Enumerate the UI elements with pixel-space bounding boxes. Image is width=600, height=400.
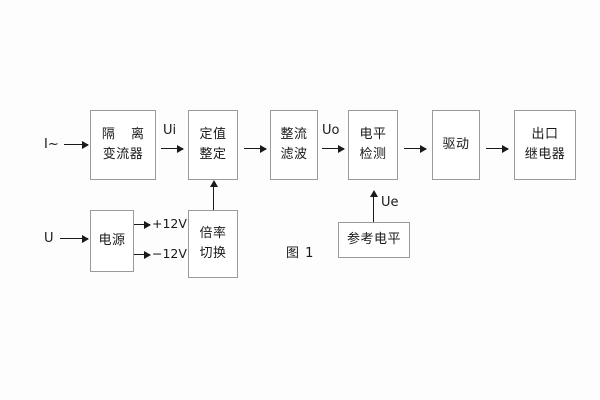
arrow-rail-positive xyxy=(134,220,151,229)
block-power-supply-line1: 电源 xyxy=(98,232,126,248)
block-multiplier-switch-line1: 倍率 xyxy=(199,225,227,241)
arrow-isolation-to-setting xyxy=(161,144,184,153)
input-current-label: I~ xyxy=(44,137,59,152)
rail-negative-label: −12V xyxy=(152,246,187,261)
arrow-setting-to-rectify xyxy=(244,144,267,153)
block-rectify-line2: 滤波 xyxy=(280,147,308,162)
arrow-level-detect-to-drive xyxy=(404,144,427,153)
input-voltage-label: U xyxy=(44,231,54,246)
signal-ui-label: Ui xyxy=(163,123,177,138)
figure-caption: 图 1 xyxy=(286,246,315,261)
block-reference-level: 参考电平 xyxy=(338,222,410,258)
block-isolation-line1: 隔 离 xyxy=(101,126,151,142)
block-drive-line1: 驱动 xyxy=(442,136,470,152)
block-reference-level-line1: 参考电平 xyxy=(346,231,401,247)
block-multiplier-switch: 倍率 切换 xyxy=(188,210,238,278)
block-isolation-transformer: 隔 离 变流器 xyxy=(90,110,156,180)
signal-uo-label: Uo xyxy=(322,123,340,138)
arrow-rectify-to-level-detect xyxy=(322,144,345,153)
block-drive: 驱动 xyxy=(432,110,480,180)
signal-ue-label: Ue xyxy=(381,195,399,210)
block-level-detect-line1: 电平 xyxy=(359,126,387,142)
block-multiplier-switch-line2: 切换 xyxy=(199,246,227,261)
block-level-detect-line2: 检测 xyxy=(359,147,387,162)
block-level-detect: 电平 检测 xyxy=(348,110,398,180)
arrow-reference-level-to-level-detect xyxy=(369,190,378,222)
block-setting-value: 定值 整定 xyxy=(188,110,238,180)
block-rectify-filter: 整流 滤波 xyxy=(270,110,318,180)
arrow-drive-to-output-relay xyxy=(486,144,509,153)
arrow-rail-negative xyxy=(134,250,151,259)
block-rectify-line1: 整流 xyxy=(280,126,308,142)
block-output-relay-line1: 出口 xyxy=(531,126,559,142)
block-isolation-line2: 变流器 xyxy=(102,147,144,162)
arrow-current-to-isolation xyxy=(64,140,89,149)
rail-positive-label: +12V xyxy=(152,216,187,231)
arrow-voltage-to-power-supply xyxy=(60,234,89,243)
block-output-relay-line2: 继电器 xyxy=(524,147,566,162)
arrow-multiplier-switch-to-setting xyxy=(209,180,218,210)
block-output-relay: 出口 继电器 xyxy=(514,110,576,180)
block-power-supply: 电源 xyxy=(90,210,134,272)
block-setting-line1: 定值 xyxy=(199,126,227,142)
block-setting-line2: 整定 xyxy=(199,147,227,162)
